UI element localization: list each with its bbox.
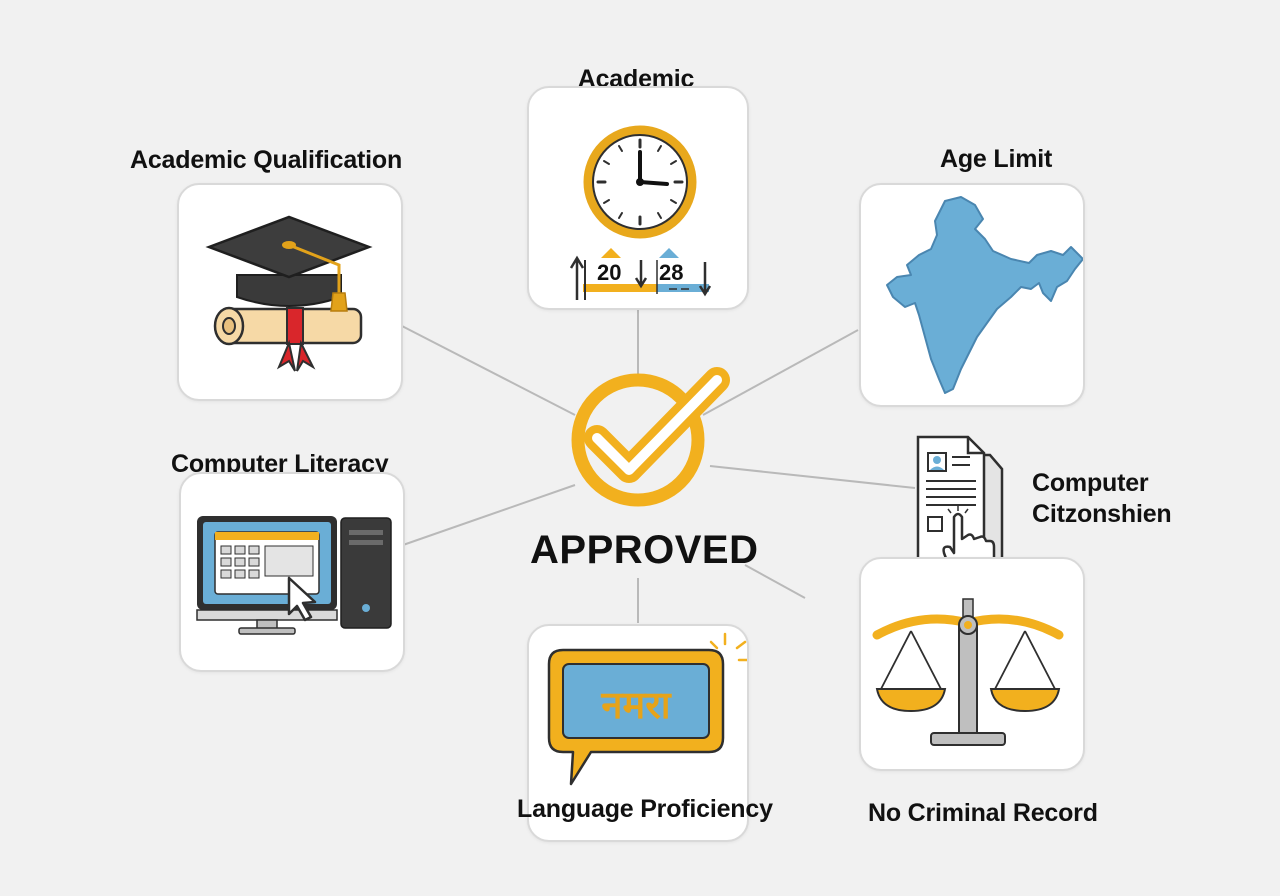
connector-map (702, 329, 859, 416)
balance-scale-icon (872, 598, 1064, 746)
graduation-cap-diploma-icon (205, 215, 373, 372)
connector-grad (399, 324, 576, 416)
document-hand-pointer-icon (916, 435, 1004, 585)
speech-bubble-icon: नमरा (547, 632, 747, 786)
node-label-document: Computer Citzonshien (1032, 469, 1172, 528)
node-label-language: Language Proficiency (517, 795, 773, 823)
clock-timeline-icon: 20 28 (569, 125, 712, 300)
desktop-computer-icon (196, 516, 392, 635)
node-card-map (859, 183, 1085, 407)
node-card-grad (177, 183, 403, 401)
center-label: APPROVED (530, 528, 759, 572)
node-label-scale: No Criminal Record (868, 799, 1098, 827)
node-card-scale (859, 557, 1085, 771)
node-card-language: नमरा (527, 624, 749, 842)
connector-scale (744, 564, 806, 599)
india-map-icon (886, 196, 1083, 394)
connector-computer (402, 484, 576, 546)
approved-check-icon (571, 367, 730, 507)
node-card-computer (179, 472, 405, 672)
node-card-clock: 20 28 (527, 86, 749, 310)
node-label-map: Age Limit (940, 145, 1053, 173)
bubble-text: नमरा (600, 683, 671, 727)
timeline-start: 20 (597, 260, 621, 285)
connector-document (709, 465, 916, 489)
node-label-grad: Academic Qualification (130, 146, 403, 174)
timeline-end: 28 (659, 260, 683, 285)
